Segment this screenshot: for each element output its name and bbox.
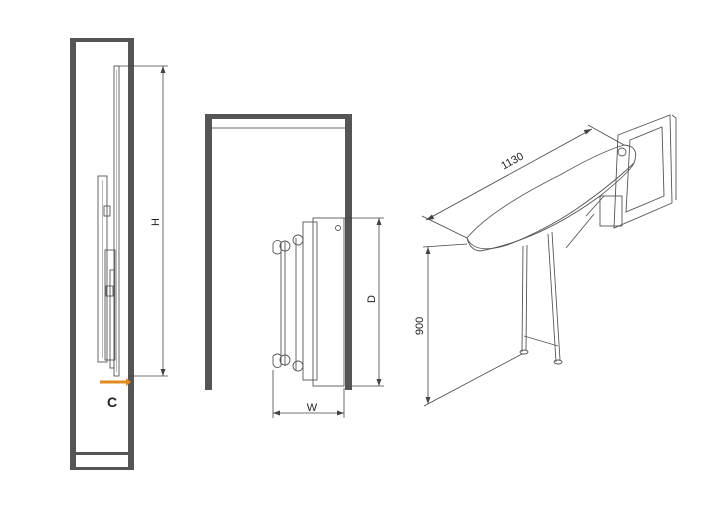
side-view-right-wall [128, 38, 134, 470]
length-ext-left [421, 215, 468, 239]
mechanism-arm [585, 195, 605, 217]
mechanism-body [599, 195, 623, 227]
side-view-top-rail [70, 38, 134, 42]
width-arrow-right [337, 410, 344, 416]
leg-front-b [525, 244, 528, 351]
hinge-knob-top-left [279, 240, 291, 252]
length-arrow-left [426, 214, 435, 220]
board-height-arrow-bottom [425, 397, 431, 404]
height-arrow-bottom [160, 369, 166, 376]
wall-bracket-outer [613, 114, 673, 229]
length-arrow-right [583, 129, 592, 135]
folded-leg-frame [97, 175, 108, 363]
top-view: D W [205, 114, 384, 418]
clearance-label: C [107, 394, 117, 410]
hinge-knob-bottom-right [292, 360, 304, 372]
hinge-knob-bottom-left [279, 354, 291, 366]
side-view-plinth [70, 467, 134, 470]
unit-fold-bottom [272, 353, 282, 369]
depth-arrow-bottom [376, 379, 382, 386]
top-view-back-panel [205, 114, 352, 119]
mechanism-brace [565, 213, 595, 249]
wall-bracket-depth [671, 114, 677, 119]
length-label: 1130 [499, 150, 526, 172]
leg-front-a [521, 245, 524, 353]
mount-hinge-top [103, 205, 111, 217]
board-height-arrow-top [425, 247, 431, 254]
side-view: C H [70, 38, 168, 470]
height-arrow-top [160, 66, 166, 73]
clearance-marker-tip [126, 378, 131, 386]
iron-rest-knob [617, 147, 627, 157]
length-ext-right [587, 124, 625, 146]
board-height-label: 900 [414, 317, 426, 335]
side-view-bottom-shelf [70, 452, 134, 455]
ironing-board-edge [466, 162, 635, 252]
ironing-board-top [466, 144, 637, 250]
leg-foot-front [519, 349, 529, 355]
width-arrow-left [273, 410, 280, 416]
board-height-ext-top [422, 243, 468, 248]
leg-crossbar [523, 335, 559, 347]
top-view-right-wall [345, 114, 352, 390]
perspective-view: 1130 900 [414, 114, 677, 407]
depth-arrow-top [376, 218, 382, 225]
mount-hinge-mid [105, 285, 114, 297]
wall-bracket-inner [625, 126, 665, 213]
width-label: W [307, 402, 318, 414]
hinge-knob-top-right [292, 234, 304, 246]
mount-screw [335, 225, 341, 231]
unit-mount-plate [312, 217, 345, 387]
leg-foot-back [553, 359, 563, 365]
unit-slide-body [302, 221, 318, 381]
slide-rail [109, 269, 115, 369]
top-view-left-wall [205, 114, 212, 390]
height-label: H [150, 218, 162, 226]
board-height-ext-bottom [423, 353, 523, 407]
leg-back-a [547, 233, 557, 363]
leg-back-b [551, 231, 561, 361]
side-view-left-wall [70, 38, 76, 470]
length-dimension-line [425, 128, 593, 221]
depth-label: D [366, 295, 378, 303]
folded-board-panel [113, 65, 120, 377]
unit-fold-top [272, 239, 282, 255]
